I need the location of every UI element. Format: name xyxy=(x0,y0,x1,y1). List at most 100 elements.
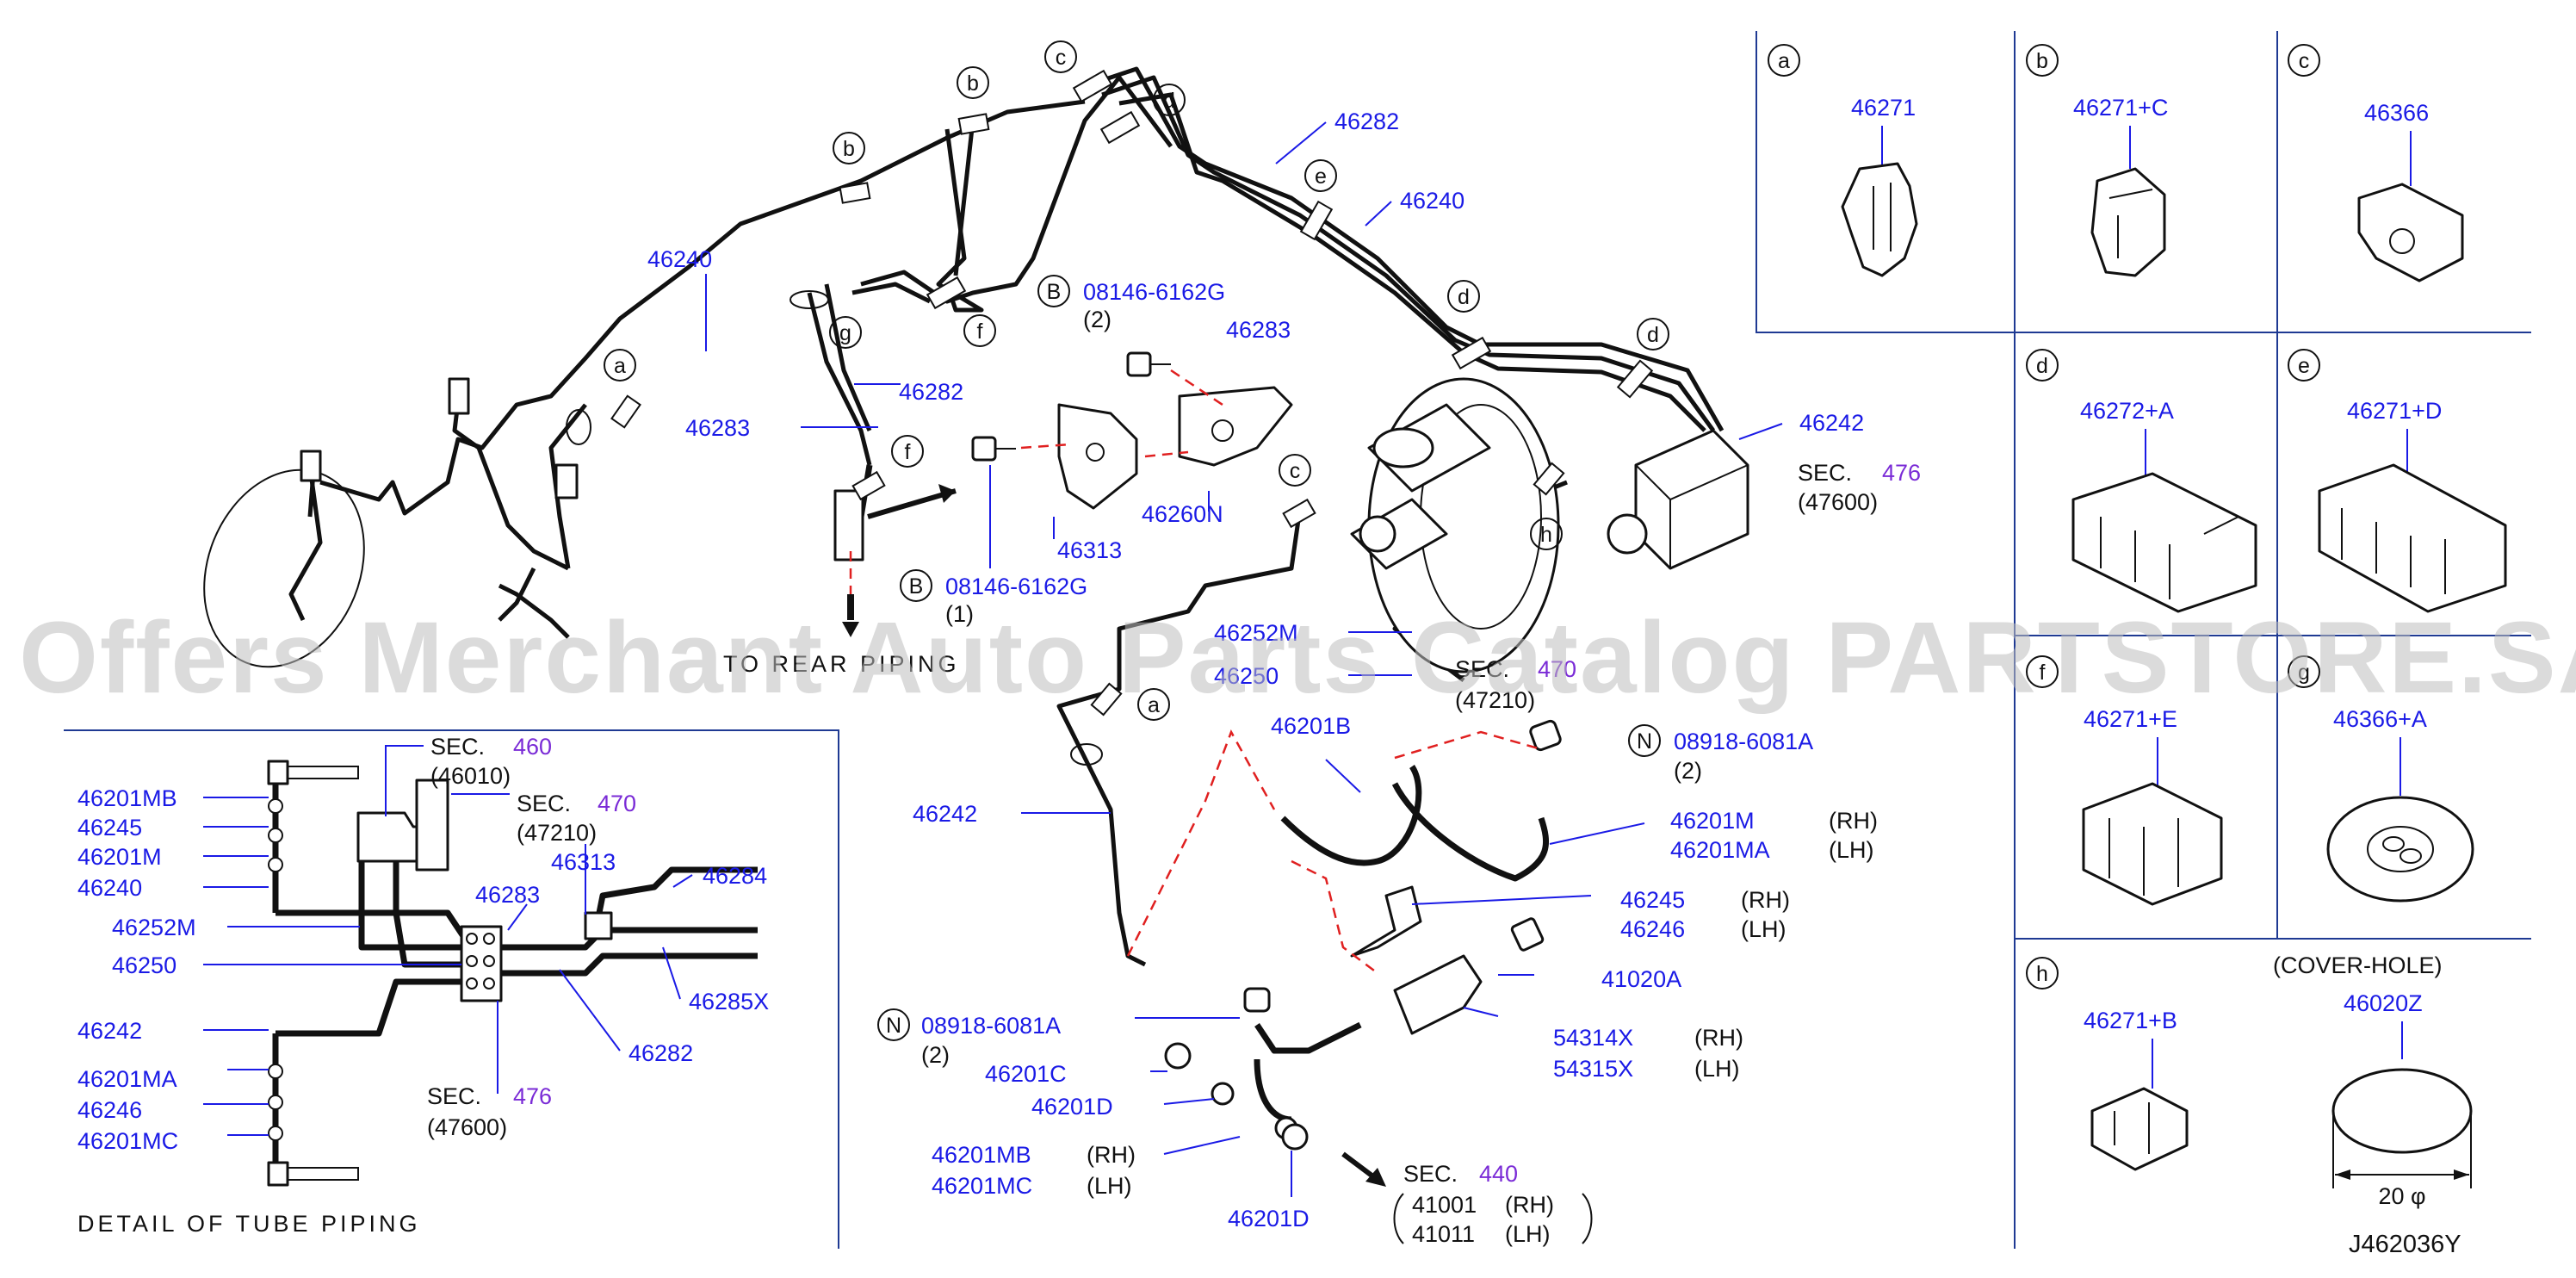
detail-label-46283: 46283 xyxy=(475,882,540,908)
brake-booster xyxy=(1350,377,1560,673)
clip-panel-d: d 46272+A xyxy=(2026,349,2257,613)
label-to-rear-piping: TO REAR PIPING xyxy=(723,651,960,677)
label-46201MB: 46201MB xyxy=(932,1142,1031,1168)
label-46242-right: 46242 xyxy=(1799,410,1864,436)
clip-f-letter: f xyxy=(2040,661,2046,685)
clip-a-part: 46271 xyxy=(1851,95,1916,121)
detail-booster xyxy=(415,779,449,872)
bolt-bottom xyxy=(971,436,1016,462)
clip-cover-dim: 20 φ xyxy=(2378,1183,2425,1209)
label-sec476-prefix: SEC. xyxy=(1798,460,1852,486)
label-sec440-line2-side: (LH) xyxy=(1505,1221,1551,1247)
bolt-callout-letter-bottom: B xyxy=(909,574,924,599)
clip-f-part: 46271+E xyxy=(2084,706,2177,732)
detail-sec470-num: 470 xyxy=(598,791,636,816)
clip-callout-f1: f xyxy=(977,320,983,344)
clip-h-letter: h xyxy=(2036,962,2048,986)
center-hose-fitting xyxy=(448,377,470,415)
label-46201D-a: 46201D xyxy=(1031,1094,1113,1120)
label-41020A: 41020A xyxy=(1601,966,1681,992)
detail-label-46201MC: 46201MC xyxy=(77,1128,178,1154)
nut-callout-letter-top: N xyxy=(1637,729,1652,754)
label-46282-top: 46282 xyxy=(1334,109,1399,134)
clip-callout-d2: d xyxy=(1458,285,1470,309)
left-hose-fitting xyxy=(300,450,322,482)
clip-callout-c1: c xyxy=(1056,46,1067,70)
clip-panel-g: g 46366+A xyxy=(2288,655,2474,903)
assembly-lines xyxy=(849,369,1542,974)
label-46201M-side: (RH) xyxy=(1829,808,1878,834)
clip-panel-c: c 46366 xyxy=(2288,44,2464,282)
clip-g-letter: g xyxy=(2298,661,2310,685)
clip-callout-a2: a xyxy=(1148,693,1160,717)
clip-callout-g: g xyxy=(839,321,851,345)
label-46201M: 46201M xyxy=(1670,808,1755,834)
clip-callout-f2: f xyxy=(905,440,911,464)
detail-label-46242: 46242 xyxy=(77,1018,142,1044)
bolt-top xyxy=(1126,351,1171,377)
label-sec440-line1-side: (RH) xyxy=(1505,1192,1554,1218)
label-sec470-prefix: SEC. xyxy=(1455,656,1509,682)
label-bolt-top-part: 08146-6162G xyxy=(1083,279,1225,305)
detail-frame xyxy=(64,729,839,1249)
label-46245: 46245 xyxy=(1620,887,1685,913)
label-nut-bottom-part: 08918-6081A xyxy=(921,1013,1061,1039)
detail-label-46201MA: 46201MA xyxy=(77,1066,177,1092)
label-bolt-top-qty: (2) xyxy=(1083,307,1112,332)
detail-sec476-prefix: SEC. xyxy=(427,1083,481,1109)
label-nut-top-part: 08918-6081A xyxy=(1674,729,1813,754)
clip-b-part: 46271+C xyxy=(2073,95,2168,121)
label-46201MA: 46201MA xyxy=(1670,837,1770,863)
front-bracket-54314X xyxy=(1350,885,1483,1035)
label-bolt-bottom-qty: (1) xyxy=(945,601,974,627)
clip-markers xyxy=(566,69,1654,766)
watermark: Offers Merchant Auto Parts Catalog PARTS… xyxy=(19,601,2576,715)
tube-bracket-46260N xyxy=(1178,386,1293,467)
clip-a-letter: a xyxy=(1778,49,1790,73)
bolt-41020A xyxy=(1510,917,1545,952)
label-54315X-side: (LH) xyxy=(1694,1056,1740,1082)
clip-callout-h: h xyxy=(1540,523,1552,547)
detail-label-46250: 46250 xyxy=(112,952,176,978)
clip-panel-cover-hole: (COVER-HOLE) 46020Z 20 φ xyxy=(2273,952,2473,1209)
clip-panel-b: b 46271+C xyxy=(2026,44,2168,277)
label-nut-top-qty: (2) xyxy=(1674,758,1702,784)
clip-callout-d3: d xyxy=(1647,323,1659,347)
detail-label-46201MB: 46201MB xyxy=(77,785,177,811)
detail-sec460-sub: (46010) xyxy=(430,763,511,789)
detail-label-46201M: 46201M xyxy=(77,844,162,870)
label-54314X: 54314X xyxy=(1553,1025,1633,1051)
detail-joint-46313 xyxy=(584,911,613,940)
diagram-id: J462036Y xyxy=(2349,1231,2461,1258)
label-46260N: 46260N xyxy=(1142,501,1223,527)
right-hose-fitting xyxy=(554,463,579,499)
clip-d-letter: d xyxy=(2036,354,2048,378)
abs-actuator xyxy=(1607,429,1749,570)
label-46240-right: 46240 xyxy=(1400,188,1464,214)
detail-sec470-sub: (47210) xyxy=(517,820,597,846)
detail-label-46252M: 46252M xyxy=(112,915,196,940)
clip-callout-a1: a xyxy=(614,354,626,378)
detail-label-46246: 46246 xyxy=(77,1097,142,1123)
label-46313: 46313 xyxy=(1057,537,1122,563)
label-sec440-prefix: SEC. xyxy=(1403,1161,1458,1187)
detail-label-46282: 46282 xyxy=(629,1040,693,1066)
detail-fitting-top xyxy=(267,760,289,785)
label-54314X-side: (RH) xyxy=(1694,1025,1743,1051)
label-nut-bottom-qty: (2) xyxy=(921,1042,950,1068)
clip-callout-b1: b xyxy=(843,137,855,161)
detail-label-46313: 46313 xyxy=(551,849,616,875)
label-sec440-line1: 41001 xyxy=(1412,1192,1477,1218)
detail-fitting-bottom xyxy=(267,1161,289,1187)
clip-panel-e: e 46271+D xyxy=(2288,349,2507,613)
bolt-callout-letter-top: B xyxy=(1047,280,1062,304)
nut-callout-letter-bottom: N xyxy=(886,1014,901,1038)
label-sec440-line2: 41011 xyxy=(1412,1221,1475,1247)
label-46282-left: 46282 xyxy=(899,379,963,405)
tube-bracket-46313 xyxy=(1057,403,1138,510)
label-sec440-num: 440 xyxy=(1479,1161,1518,1187)
detail-sec460-prefix: SEC. xyxy=(430,734,485,760)
clip-callout-c2: c xyxy=(1290,459,1301,483)
label-46201MC-side: (LH) xyxy=(1087,1173,1132,1199)
